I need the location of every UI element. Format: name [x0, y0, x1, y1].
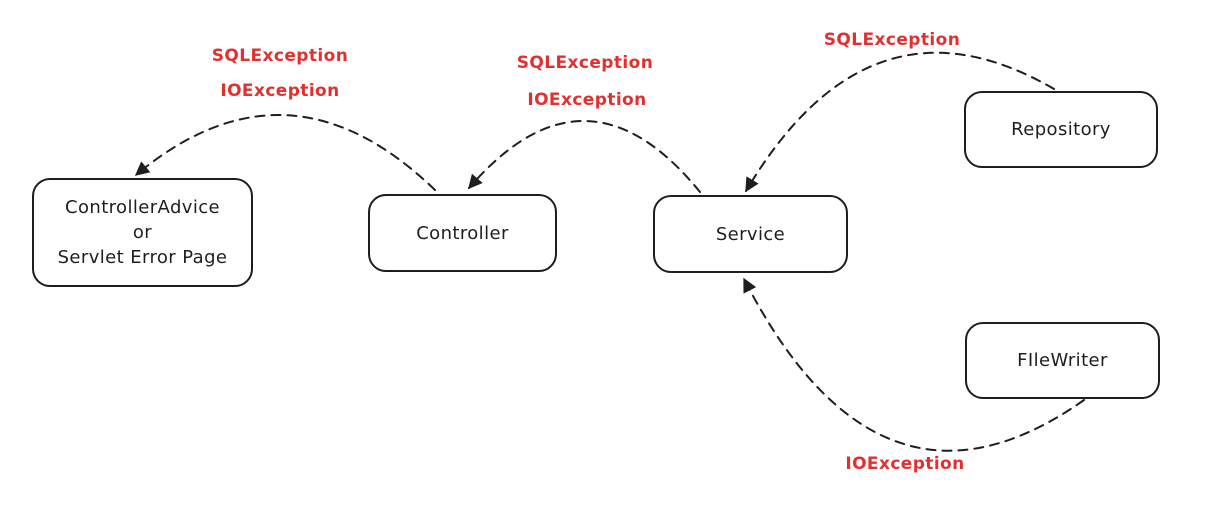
node-repository-label: Repository — [1011, 119, 1111, 140]
node-filewriter-label: FIleWriter — [1017, 350, 1108, 371]
node-service: Service — [653, 195, 848, 273]
node-controller-label: Controller — [416, 222, 509, 244]
edge-label-sqlexception-advice: SQLException — [211, 46, 349, 66]
node-controller-advice: ControllerAdvice or Servlet Error Page — [32, 178, 253, 287]
node-controller-advice-line-1: ControllerAdvice — [65, 197, 220, 218]
dashed-arrow-filewriter-to-service — [743, 277, 1085, 452]
node-filewriter: FIleWriter — [965, 322, 1160, 399]
node-repository: Repository — [964, 91, 1158, 168]
dashed-arrow-repository-to-service — [745, 51, 1055, 193]
node-service-label: Service — [715, 223, 786, 245]
node-controller: Controller — [368, 194, 557, 272]
dashed-arrow-service-to-controller — [468, 120, 701, 193]
edge-label-ioexception-service: IOException — [845, 454, 965, 474]
edge-label-sqlexception-service: SQLException — [823, 30, 961, 50]
edge-label-ioexception-advice: IOException — [220, 81, 340, 101]
edge-label-ioexception-controller: IOException — [527, 90, 647, 110]
edge-label-sqlexception-controller: SQLException — [516, 53, 654, 73]
dashed-arrow-controller-to-advice — [134, 114, 436, 191]
node-controller-advice-line-2: or — [132, 222, 153, 243]
node-controller-advice-line-3: Servlet Error Page — [57, 247, 228, 268]
